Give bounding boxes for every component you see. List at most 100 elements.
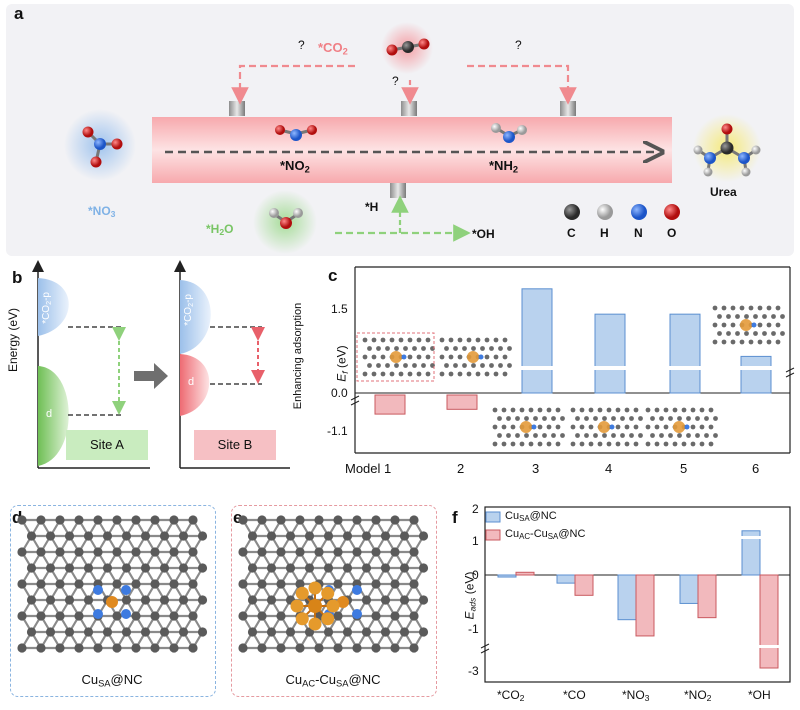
c-x-label-1: Model 1 xyxy=(345,461,392,476)
c-x-label-5: 5 xyxy=(680,461,688,476)
site-a-label: Site A xyxy=(90,437,124,452)
no2-molecule-icon xyxy=(275,125,285,135)
transition-arrow-icon xyxy=(134,363,168,389)
nitrogen-atom-icon xyxy=(121,609,131,619)
f-bar-cusa-3 xyxy=(617,574,637,621)
c-bar-model-5 xyxy=(669,313,701,394)
no3-label: *NO3 xyxy=(88,204,116,220)
panel-b-graphic xyxy=(32,260,290,469)
c-bar-model-4 xyxy=(594,313,626,394)
panel-label-a: a xyxy=(14,4,24,23)
c-bar-model-6 xyxy=(740,355,772,394)
d-orbital-b xyxy=(180,354,210,416)
structure-thumbnail-1 xyxy=(362,337,435,377)
panel-e-caption: CuAC-CuSA@NC xyxy=(285,672,381,689)
h2o-molecule-icon xyxy=(269,208,279,218)
site-b-label: Site B xyxy=(217,437,253,452)
c-bar-break-3 xyxy=(521,366,553,370)
oh-label: *OH xyxy=(472,227,495,241)
f-bar-cusa-2 xyxy=(556,574,576,584)
structure-thumbnail-4 xyxy=(570,407,643,447)
copper-atom-icon xyxy=(337,596,349,608)
c-tick-neg1p1: -1.1 xyxy=(327,424,348,438)
carbon-atom-icon xyxy=(564,204,580,220)
question-mark: ? xyxy=(515,38,522,52)
co2-p-orbital-a xyxy=(38,278,69,336)
site-b-box xyxy=(194,430,276,460)
nitrogen-atom-icon xyxy=(631,204,647,220)
panel-a-graphic xyxy=(64,22,761,254)
f-x-label-co: *CO xyxy=(563,688,586,702)
h2o-label: *H2O xyxy=(206,222,234,238)
c-x-label-6: 6 xyxy=(752,461,760,476)
f-x-label-no2: *NO2 xyxy=(684,688,712,704)
no3-molecule-icon xyxy=(82,126,94,138)
c-bar-break-6 xyxy=(740,366,772,370)
hydrogen-atom-icon xyxy=(597,204,613,220)
f-tick-0: 0 xyxy=(472,568,479,582)
h-label: *H xyxy=(365,200,379,214)
d-orbital-label-b: d xyxy=(188,376,195,388)
panel-label-e: e xyxy=(233,508,243,527)
f-legend-cuac: CuAC-CuSA@NC xyxy=(505,528,586,541)
cuac-cusa-lattice xyxy=(238,515,429,653)
c-x-label-4: 4 xyxy=(605,461,613,476)
f-tick-neg3: -3 xyxy=(468,664,479,678)
co2-p-orbital-b xyxy=(180,280,211,354)
site-a-box xyxy=(66,430,148,460)
nitrogen-atom-icon xyxy=(352,585,362,595)
copper-atom-icon xyxy=(106,596,118,608)
f-bar-cuac-3 xyxy=(635,574,655,637)
c-bar-model-2 xyxy=(446,394,478,410)
c-bar-break-5 xyxy=(669,366,701,370)
f-bar-break xyxy=(759,645,779,648)
co2-molecule-icon xyxy=(386,44,398,56)
c-x-label-2: 2 xyxy=(457,461,465,476)
c-tick-0: 0.0 xyxy=(331,386,348,400)
f-tick-2: 2 xyxy=(472,502,479,516)
copper-cluster-icon xyxy=(290,581,340,631)
atom-legend-c: C xyxy=(567,226,576,240)
question-mark: ? xyxy=(392,74,399,88)
c-tick-1p5: 1.5 xyxy=(331,302,348,316)
nitrogen-atom-icon xyxy=(93,609,103,619)
nh2-molecule-icon xyxy=(491,123,501,133)
f-bar-cuac-4 xyxy=(697,574,717,619)
chart-formation-energy xyxy=(350,266,795,454)
f-x-label-co2: *CO2 xyxy=(497,688,525,704)
c-x-label-3: 3 xyxy=(532,461,540,476)
panel-label-d: d xyxy=(12,508,23,527)
panel-d-frame xyxy=(10,505,216,697)
no2-label: *NO2 xyxy=(280,158,310,175)
cusa-lattice xyxy=(17,515,208,653)
oxygen-atom-icon xyxy=(664,204,680,220)
f-bar-cuac-2 xyxy=(574,574,594,596)
reaction-channel xyxy=(152,117,672,183)
f-tick-neg1: -1 xyxy=(468,622,479,636)
c-bar-model-1 xyxy=(374,394,406,415)
f-bar-cuac-5 xyxy=(759,574,779,669)
f-tick-1: 1 xyxy=(472,534,479,548)
structure-thumbnail-6 xyxy=(712,305,785,345)
panel-label-f: f xyxy=(452,508,458,527)
atom-legend-h: H xyxy=(600,226,609,240)
panel-d-caption: CuSA@NC xyxy=(81,672,143,689)
d-orbital-a xyxy=(38,366,69,466)
question-mark: ? xyxy=(298,38,305,52)
nh2-label: *NH2 xyxy=(489,158,519,175)
urea-label: Urea xyxy=(710,185,737,199)
c-bar-model-3 xyxy=(521,288,553,394)
structure-thumbnail-3 xyxy=(492,407,565,447)
atom-legend-n: N xyxy=(634,226,643,240)
f-bar-cusa-5 xyxy=(741,530,761,576)
panel-e-frame xyxy=(231,505,437,697)
f-legend-swatch-cusa xyxy=(485,511,501,523)
atom-legend-o: O xyxy=(667,226,677,240)
f-legend-swatch-cuac xyxy=(485,529,501,541)
structure-thumbnail-2 xyxy=(439,337,512,377)
f-bar-cusa-4 xyxy=(679,574,699,604)
nitrogen-atom-icon xyxy=(93,585,103,595)
urea-molecule-icon xyxy=(721,123,733,135)
active-site-plug xyxy=(390,183,406,198)
